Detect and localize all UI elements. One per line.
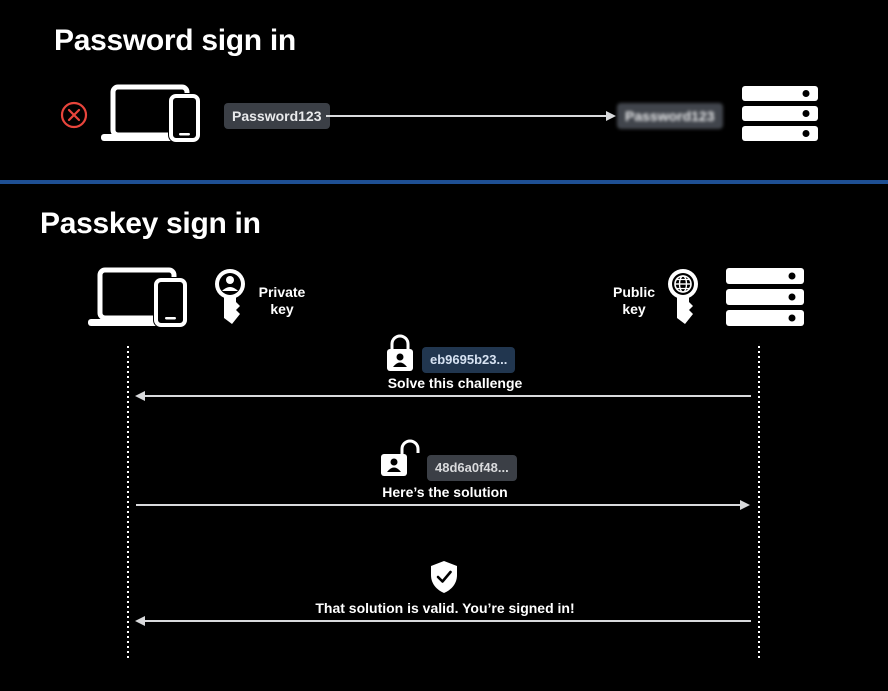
password-send-arrow (326, 111, 616, 121)
error-x-icon (60, 101, 88, 129)
solution-token: 48d6a0f48... (427, 455, 517, 481)
shield-check-icon (431, 561, 457, 593)
received-password-token: Password123 (617, 103, 723, 129)
server-icon (726, 268, 804, 326)
server-icon (742, 86, 818, 141)
public-key-icon (668, 269, 698, 324)
lock-closed-icon (387, 334, 413, 371)
private-key-icon (215, 269, 245, 324)
laptop-phone-icon (88, 267, 188, 328)
public-key-label: Public key (612, 284, 655, 317)
valid-arrow (135, 616, 751, 626)
laptop-phone-icon (101, 84, 201, 143)
challenge-token: eb9695b23... (422, 347, 516, 373)
password-section-title: Password sign in (54, 24, 296, 57)
server-lifeline (758, 346, 760, 658)
valid-message: That solution is valid. You’re signed in… (315, 600, 575, 616)
client-lifeline (127, 346, 129, 658)
challenge-message: Solve this challenge (387, 375, 523, 391)
passkey-section-title: Passkey sign in (40, 207, 261, 240)
solution-message: Here’s the solution (382, 484, 508, 500)
challenge-arrow (135, 391, 751, 401)
section-divider (0, 180, 888, 184)
private-key-label: Private key (258, 284, 306, 317)
password-token: Password123 (224, 103, 330, 129)
lock-open-icon (381, 439, 420, 476)
solution-arrow (136, 500, 750, 510)
